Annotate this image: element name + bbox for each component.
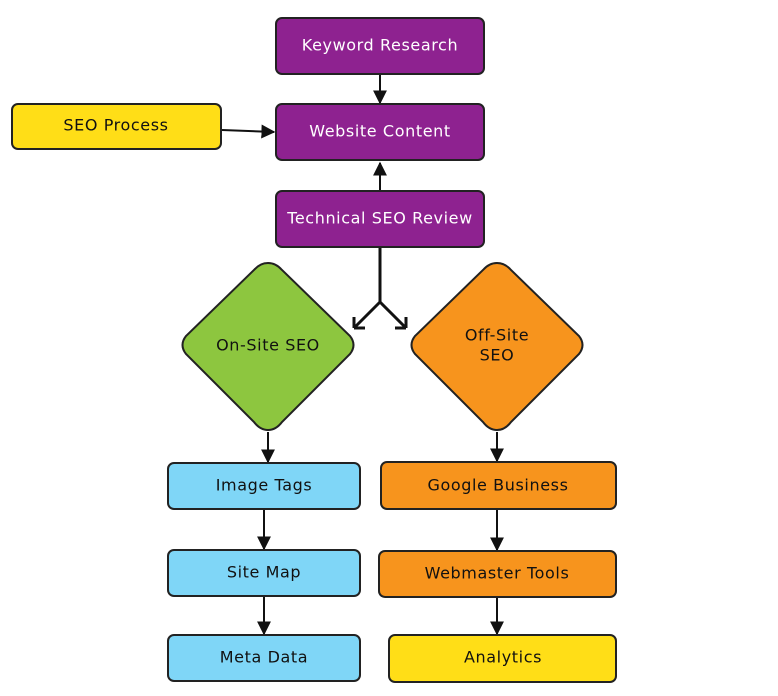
node-analytics-label: Analytics: [464, 648, 542, 667]
node-analytics-box: [388, 634, 617, 683]
node-website-content-box: [275, 103, 485, 161]
node-keyword-research-label: Keyword Research: [302, 36, 458, 55]
node-seo-process-label: SEO Process: [63, 116, 168, 135]
node-off-site-seo-diamond: [410, 261, 584, 432]
node-site-map-label: Site Map: [227, 563, 301, 582]
node-website-content-label: Website Content: [309, 122, 451, 141]
node-on-site-seo-label: On-Site SEO: [216, 336, 320, 355]
node-keyword-research: Keyword Research: [275, 17, 485, 75]
node-website-content: Website Content: [275, 103, 485, 161]
node-site-map: Site Map: [167, 549, 361, 597]
node-technical-seo-review-box: [275, 190, 485, 248]
node-webmaster-tools: Webmaster Tools: [378, 550, 617, 598]
node-technical-seo-review-label: Technical SEO Review: [286, 209, 473, 228]
node-image-tags-box: [167, 462, 361, 510]
arrow-split-left: [352, 300, 382, 330]
node-image-tags-label: Image Tags: [216, 476, 313, 495]
node-site-map-box: [167, 549, 361, 597]
arrow-split-right: [378, 300, 408, 330]
node-meta-data: Meta Data: [167, 634, 361, 682]
node-seo-process-box: [11, 103, 222, 150]
node-google-business: Google Business: [380, 461, 617, 510]
node-meta-data-label: Meta Data: [220, 648, 308, 667]
connectors: [221, 74, 504, 636]
node-google-business-box: [380, 461, 617, 510]
node-analytics: Analytics: [388, 634, 617, 683]
arrow-seo-process-to-content: [221, 124, 276, 139]
node-on-site-seo-diamond: [181, 261, 355, 432]
node-off-site-seo-label-line1: Off-Site: [465, 326, 529, 345]
node-webmaster-tools-box: [378, 550, 617, 598]
node-google-business-label: Google Business: [427, 476, 568, 495]
node-webmaster-tools-label: Webmaster Tools: [425, 564, 570, 583]
node-on-site-seo: On-Site SEO: [181, 261, 355, 432]
node-image-tags: Image Tags: [167, 462, 361, 510]
node-keyword-research-box: [275, 17, 485, 75]
node-off-site-seo: Off-Site SEO: [410, 261, 584, 432]
node-off-site-seo-label-line2: SEO: [480, 346, 515, 365]
node-meta-data-box: [167, 634, 361, 682]
node-technical-seo-review: Technical SEO Review: [275, 190, 485, 248]
node-seo-process: SEO Process: [11, 103, 222, 150]
